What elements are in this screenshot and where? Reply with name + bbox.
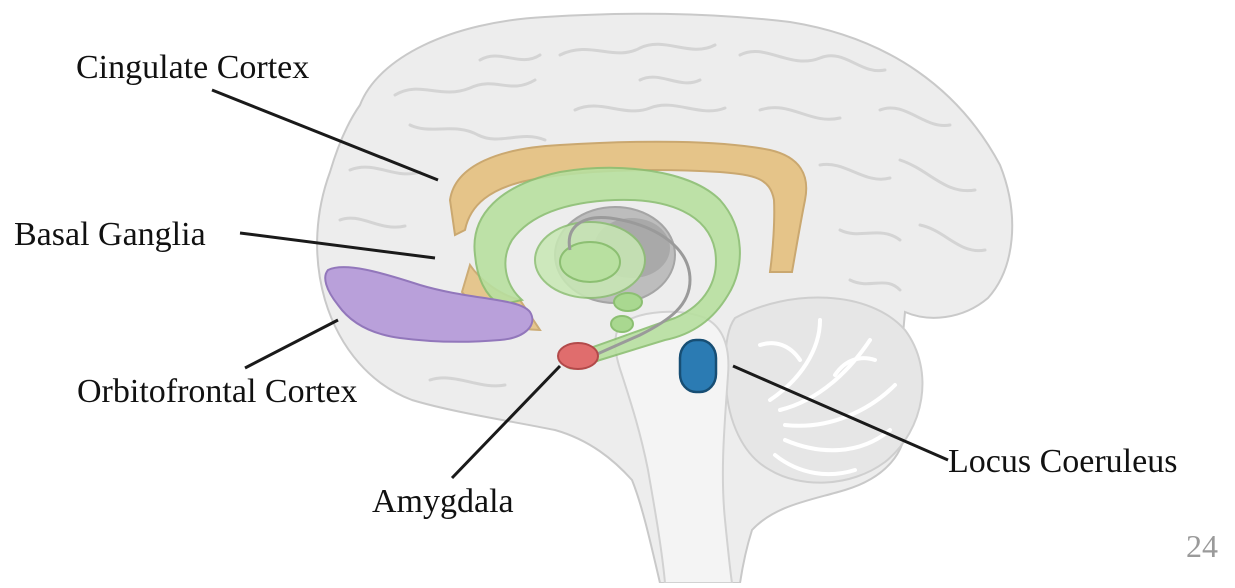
amygdala-label: Amygdala xyxy=(372,483,514,520)
locus-coeruleus-region xyxy=(680,340,716,392)
page-number: 24 xyxy=(1186,528,1218,564)
orbitofrontal-leader-line xyxy=(245,320,338,368)
cerebellum xyxy=(725,297,922,482)
orbitofrontal-cortex-label: Orbitofrontal Cortex xyxy=(77,373,357,410)
locus-coeruleus-label: Locus Coeruleus xyxy=(948,443,1177,480)
cingulate-cortex-label: Cingulate Cortex xyxy=(76,49,309,86)
amygdala-region xyxy=(558,343,598,369)
basal-ganglia-label: Basal Ganglia xyxy=(14,216,206,253)
